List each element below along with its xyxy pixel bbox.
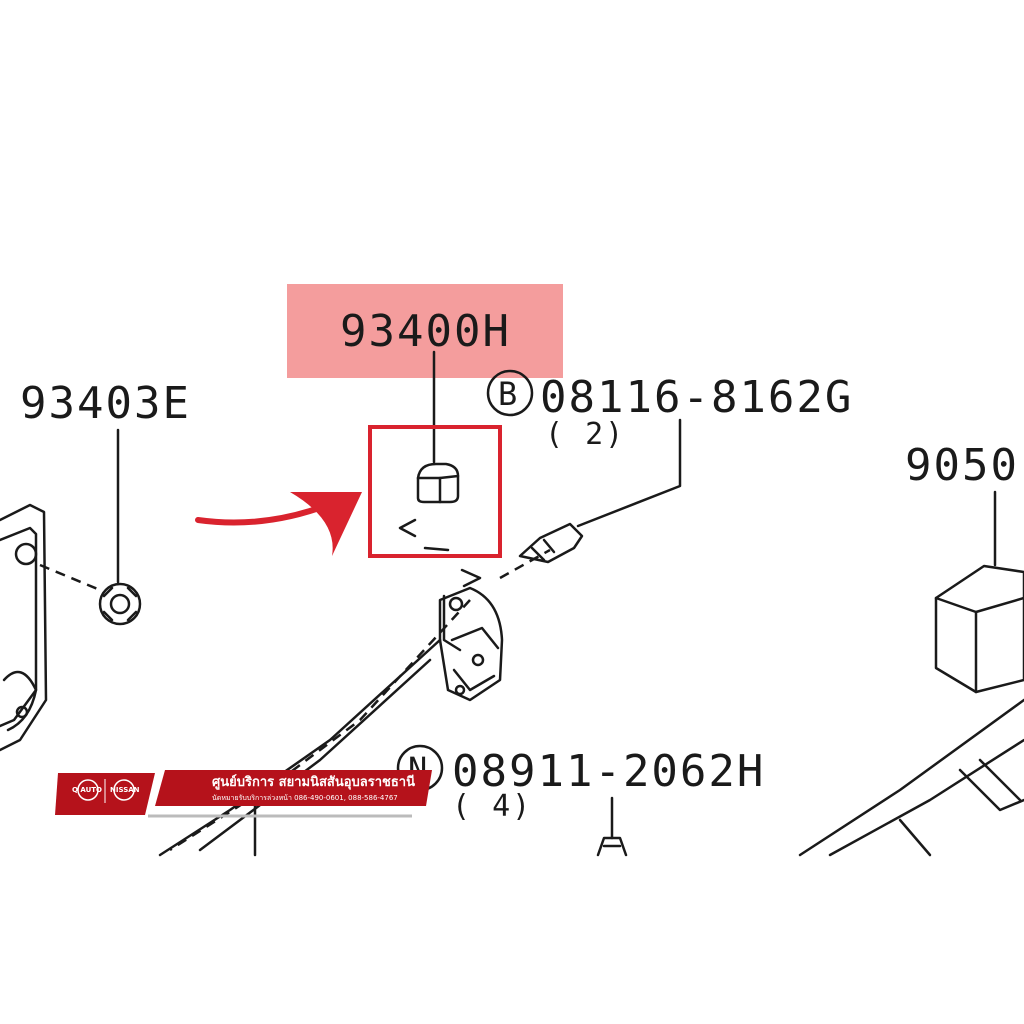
part-label-08116-8162g: 08116-8162G: [540, 372, 853, 423]
block-part-9050: [934, 564, 1024, 694]
dealer-banner: Q AUTO NISSAN ศูนย์บริการ สยามนิสสันอุบล…: [55, 770, 432, 818]
banner-title: ศูนย์บริการ สยามนิสสันอุบลราชธานี: [212, 774, 415, 790]
svg-text:Q AUTO: Q AUTO: [72, 786, 102, 794]
svg-text:NISSAN: NISSAN: [110, 786, 140, 794]
arrow-icon: [195, 492, 362, 556]
door-panel-right: [798, 698, 1024, 857]
selection-box: [368, 425, 502, 558]
part-label-93403e: 93403E: [20, 378, 191, 429]
nissan-logo: NISSAN: [110, 779, 140, 801]
latch-assembly: [438, 586, 504, 702]
q-auto-logo: Q AUTO: [72, 779, 102, 801]
part-label-9050: 9050: [905, 440, 1019, 491]
banner-subtitle: นัดหมายรับบริการล่วงหน้า 086-490-0601, 0…: [212, 794, 398, 802]
circled-b-icon: B: [486, 369, 534, 417]
part-label-93400h: 93400H: [340, 306, 511, 357]
quantity-label-08911-2062h: ( 4): [452, 789, 532, 824]
cable-end-fitting: [518, 522, 584, 564]
part-label-08911-2062h: 08911-2062H: [452, 746, 765, 797]
door-panel-left: [0, 503, 48, 752]
quantity-label-08116-8162g: ( 2): [545, 417, 625, 452]
part-highlight: [287, 284, 563, 378]
clip-part-93400h: [416, 462, 460, 504]
clip-part-08911-2062h: [596, 836, 628, 857]
nut-part-93403e: [98, 582, 142, 626]
svg-text:B: B: [498, 375, 519, 413]
